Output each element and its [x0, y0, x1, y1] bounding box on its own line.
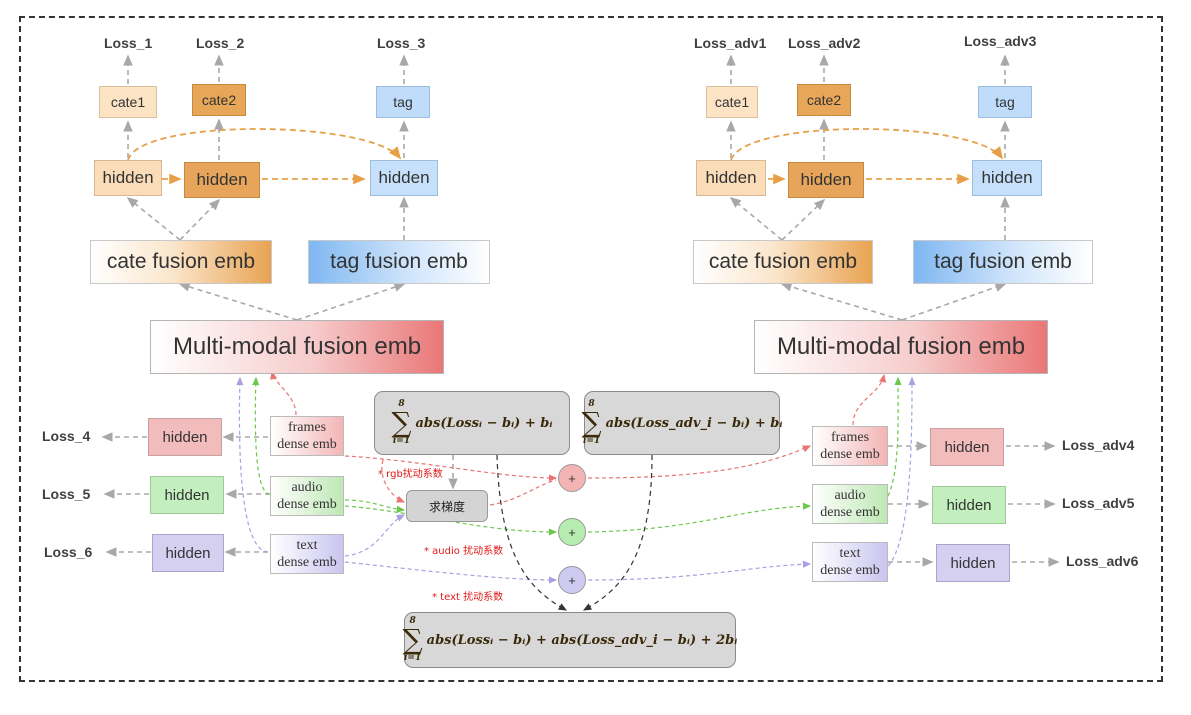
text-dense-emb-sub: dense emb: [277, 555, 337, 570]
formula-right: 8 ∑ i=1 abs(Loss_adv_i − bᵢ) + bᵢ: [581, 391, 783, 455]
frames-dense-emb-sub: dense emb: [277, 437, 337, 452]
cate2-head: cate2: [192, 84, 246, 116]
rgb-coefficient-note: * rgb扰动系数: [378, 469, 443, 480]
sigma-left-lower: i=1: [392, 436, 411, 446]
audio-coefficient-note: * audio 扰动系数: [424, 546, 504, 557]
adv-cate1-hidden: hidden: [696, 160, 766, 196]
adv-cate1-head: cate1: [706, 86, 758, 118]
audio-hidden: hidden: [150, 476, 224, 514]
formula-bottom-text: abs(Lossᵢ − bᵢ) + abs(Loss_adv_i − bᵢ) +…: [426, 632, 738, 648]
formula-left-text: abs(Lossᵢ − bᵢ) + bᵢ: [415, 415, 553, 431]
text-coefficient-note: * text 扰动系数: [432, 592, 504, 603]
sigma-bottom: 8 ∑ i=1: [402, 616, 423, 663]
loss-adv1-label: Loss_adv1: [694, 35, 767, 51]
adv-cate2-head: cate2: [797, 84, 851, 116]
audio-dense-emb: audio dense emb: [270, 476, 344, 516]
formula-left: 8 ∑ i=1 abs(Lossᵢ − bᵢ) + bᵢ: [374, 391, 570, 455]
sigma-left: 8 ∑ i=1: [391, 399, 412, 446]
audio-dense-emb-title: audio: [291, 480, 323, 495]
tag-head: tag: [376, 86, 430, 118]
adv-tag-fusion-emb: tag fusion emb: [913, 240, 1093, 284]
adv-frames-dense-emb-sub: dense emb: [820, 447, 880, 462]
adv-frames-hidden: hidden: [930, 428, 1004, 466]
cate-fusion-emb: cate fusion emb: [90, 240, 272, 284]
sigma-left-upper: 8: [398, 399, 405, 409]
loss-adv3-label: Loss_adv3: [964, 33, 1037, 49]
sigma-right-lower: i=1: [582, 436, 601, 446]
frames-dense-emb-title: frames: [287, 420, 327, 435]
sigma-right-upper: 8: [588, 399, 595, 409]
loss-2-label: Loss_2: [196, 35, 245, 51]
adv-audio-dense-emb-sub: dense emb: [820, 505, 880, 520]
adv-tag-hidden: hidden: [972, 160, 1042, 196]
tag-fusion-emb: tag fusion emb: [308, 240, 490, 284]
text-dense-emb: text dense emb: [270, 534, 344, 574]
adv-audio-dense-emb: audio dense emb: [812, 484, 888, 524]
loss-1-label: Loss_1: [104, 35, 153, 51]
text-hidden: hidden: [152, 534, 224, 572]
plus-audio-node: +: [558, 518, 586, 546]
loss-adv2-label: Loss_adv2: [788, 35, 861, 51]
loss-adv5-label: Loss_adv5: [1062, 495, 1135, 511]
loss-4-label: Loss_4: [42, 428, 91, 444]
loss-6-label: Loss_6: [44, 544, 93, 560]
loss-adv6-label: Loss_adv6: [1066, 553, 1139, 569]
frames-dense-emb: frames dense emb: [270, 416, 344, 456]
formula-right-text: abs(Loss_adv_i − bᵢ) + bᵢ: [605, 415, 783, 431]
cate1-head: cate1: [99, 86, 157, 118]
formula-bottom: 8 ∑ i=1 abs(Lossᵢ − bᵢ) + abs(Loss_adv_i…: [402, 612, 738, 668]
adv-text-dense-emb: text dense emb: [812, 542, 888, 582]
tag-hidden: hidden: [370, 160, 438, 196]
diagram-border: [19, 16, 1163, 682]
adv-cate2-hidden: hidden: [788, 162, 864, 198]
text-dense-emb-title: text: [296, 538, 318, 553]
loss-adv4-label: Loss_adv4: [1062, 437, 1135, 453]
loss-3-label: Loss_3: [377, 35, 426, 51]
loss-5-label: Loss_5: [42, 486, 91, 502]
audio-dense-emb-sub: dense emb: [277, 497, 337, 512]
adv-frames-dense-emb-title: frames: [830, 430, 870, 445]
adv-cate-fusion-emb: cate fusion emb: [693, 240, 873, 284]
sigma-right: 8 ∑ i=1: [581, 399, 602, 446]
adv-audio-hidden: hidden: [932, 486, 1006, 524]
adv-audio-dense-emb-title: audio: [834, 488, 866, 503]
adv-frames-dense-emb: frames dense emb: [812, 426, 888, 466]
plus-frames-node: +: [558, 464, 586, 492]
sigma-bottom-lower: i=1: [404, 653, 422, 663]
multimodal-fusion-emb: Multi-modal fusion emb: [150, 320, 444, 374]
cate1-hidden: hidden: [94, 160, 162, 196]
adv-tag-head: tag: [978, 86, 1032, 118]
adv-multimodal-fusion-emb: Multi-modal fusion emb: [754, 320, 1048, 374]
sigma-bottom-upper: 8: [409, 616, 416, 626]
adv-text-hidden: hidden: [936, 544, 1010, 582]
gradient-node: 求梯度: [406, 490, 488, 522]
plus-text-node: +: [558, 566, 586, 594]
adv-text-dense-emb-sub: dense emb: [820, 563, 880, 578]
cate2-hidden: hidden: [184, 162, 260, 198]
frames-hidden: hidden: [148, 418, 222, 456]
adv-text-dense-emb-title: text: [839, 546, 861, 561]
